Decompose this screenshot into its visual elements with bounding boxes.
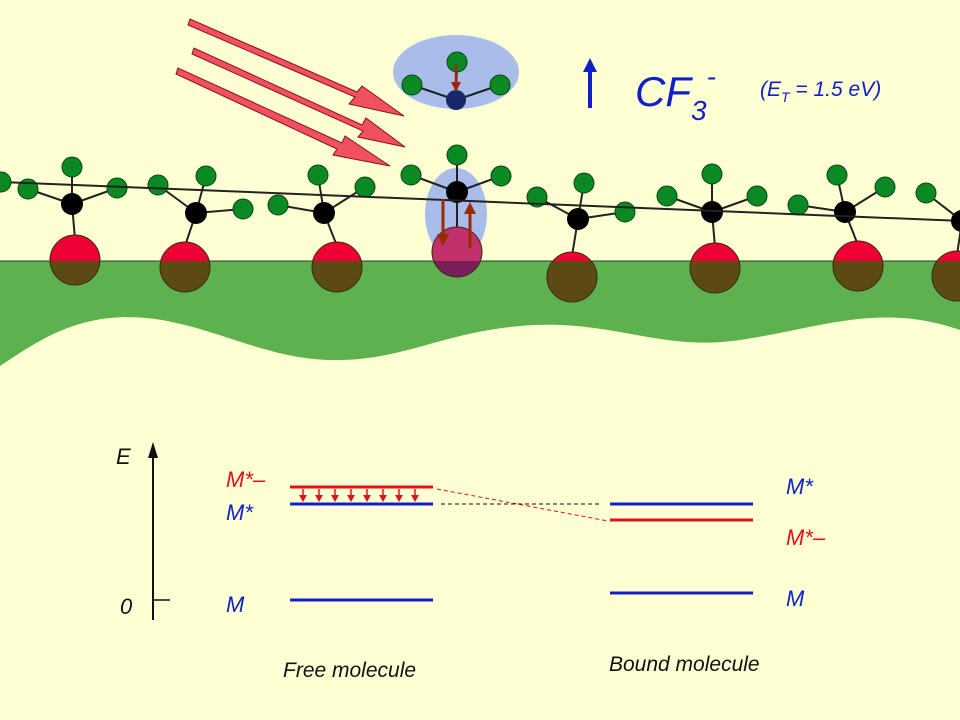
energy-axis-arrow-icon bbox=[148, 442, 158, 458]
fluorine-atom bbox=[354, 176, 376, 198]
oxygen-atom bbox=[937, 251, 960, 261]
oxygen-atom bbox=[691, 243, 739, 261]
anion-correlation-line bbox=[436, 488, 609, 522]
carbon-atom bbox=[313, 202, 335, 224]
carbon-atom bbox=[446, 181, 468, 203]
free-anion-label: M*– bbox=[226, 467, 266, 492]
electron-beam bbox=[187, 18, 405, 117]
excitation-arrows bbox=[437, 199, 476, 248]
oxygen-atom-buried bbox=[932, 261, 960, 301]
fluorine-atom bbox=[147, 174, 169, 196]
zero-label: 0 bbox=[120, 594, 133, 619]
fluorine-atom bbox=[787, 194, 809, 216]
free-excited-label: M* bbox=[226, 500, 254, 525]
fluorine-atom bbox=[826, 164, 848, 186]
fluorine-atom bbox=[446, 144, 468, 166]
bound-excited-label: M* bbox=[786, 474, 814, 499]
adsorbed-cf3-molecule bbox=[656, 163, 768, 294]
carbon-atom bbox=[185, 202, 207, 224]
adsorbed-cf3-molecule bbox=[787, 164, 896, 292]
up-arrow-icon bbox=[583, 58, 597, 72]
down-arrow-icon bbox=[411, 495, 419, 502]
down-arrow-icon bbox=[363, 495, 371, 502]
free-ground-label: M bbox=[226, 592, 245, 617]
fluorine-atom bbox=[656, 185, 678, 207]
oxygen-atom-buried bbox=[312, 261, 362, 292]
fluorine-atom bbox=[489, 74, 511, 96]
species-label: CF3- bbox=[635, 61, 716, 126]
oxygen-atom bbox=[50, 235, 100, 261]
adsorbed-cf3-molecule bbox=[267, 164, 376, 293]
adsorbed-cf3-molecule bbox=[0, 171, 960, 302]
adsorbed-cf3-molecule bbox=[17, 156, 128, 286]
fluorine-atom bbox=[401, 74, 423, 96]
carbon-atom bbox=[951, 210, 960, 232]
fluorine-atom bbox=[746, 185, 768, 207]
carbon-atom bbox=[701, 201, 723, 223]
down-arrow-icon bbox=[331, 495, 339, 502]
oxygen-atom-buried bbox=[690, 261, 740, 293]
oxygen-atom-buried bbox=[50, 261, 100, 285]
oxygen-atom bbox=[833, 241, 883, 261]
fluorine-atom bbox=[874, 176, 896, 198]
bound-anion-label: M*– bbox=[786, 525, 826, 550]
bound-molecule-levels: M* M*– M bbox=[610, 474, 826, 611]
carbon-atom bbox=[834, 201, 856, 223]
oxygen-atom-buried bbox=[833, 261, 883, 291]
target-cf3-molecule bbox=[400, 144, 512, 278]
oxygen-atom bbox=[312, 242, 362, 261]
desorbing-cf3-molecule bbox=[401, 51, 511, 110]
fluorine-atom bbox=[526, 186, 548, 208]
fluorine-atom bbox=[232, 198, 254, 220]
fluorine-atom bbox=[490, 165, 512, 187]
threshold-energy-label: (ET = 1.5 eV) bbox=[760, 78, 881, 105]
down-arrow-icon bbox=[347, 495, 355, 502]
fluorine-atom bbox=[61, 156, 83, 178]
carbon-atom bbox=[446, 90, 466, 110]
fluorine-atom bbox=[267, 194, 289, 216]
fluorine-atom bbox=[0, 171, 12, 193]
down-arrow-icon bbox=[451, 82, 461, 92]
up-arrow-icon bbox=[464, 202, 476, 214]
carbon-atom bbox=[61, 193, 83, 215]
fluorine-atom bbox=[614, 201, 636, 223]
electron-capture-arrows bbox=[299, 489, 419, 502]
electron-beam bbox=[191, 47, 406, 148]
bound-ground-label: M bbox=[786, 586, 805, 611]
fluorine-atom bbox=[307, 164, 329, 186]
adsorbed-cf3-molecule bbox=[147, 165, 254, 293]
fluorine-atom bbox=[915, 182, 937, 204]
fluorine-atom bbox=[195, 165, 217, 187]
fluorine-atom bbox=[701, 163, 723, 185]
adsorbed-cf3-molecule bbox=[526, 172, 636, 303]
carbon-atom bbox=[567, 208, 589, 230]
fluorine-atom bbox=[106, 177, 128, 199]
down-arrow-icon bbox=[299, 495, 307, 502]
fluorine-atom bbox=[573, 172, 595, 194]
oxygen-atom bbox=[160, 242, 210, 261]
oxygen-atom-buried bbox=[433, 261, 481, 277]
bound-molecule-caption: Bound molecule bbox=[609, 653, 760, 676]
free-molecule-caption: Free molecule bbox=[283, 659, 416, 682]
adsorbed-molecules bbox=[0, 144, 960, 303]
oxygen-atom-buried bbox=[547, 261, 597, 302]
oxygen-atom-buried bbox=[160, 261, 210, 292]
fluorine-atom bbox=[400, 164, 422, 186]
free-molecule-levels: M*– M* M bbox=[226, 467, 433, 617]
down-arrow-icon bbox=[437, 234, 449, 246]
down-arrow-icon bbox=[395, 495, 403, 502]
down-arrow-icon bbox=[379, 495, 387, 502]
electron-beam bbox=[175, 67, 391, 167]
substrate-surface bbox=[0, 261, 960, 366]
energy-axis-label: E bbox=[116, 444, 131, 469]
incoming-electron-beams bbox=[175, 18, 406, 167]
down-arrow-icon bbox=[315, 495, 323, 502]
